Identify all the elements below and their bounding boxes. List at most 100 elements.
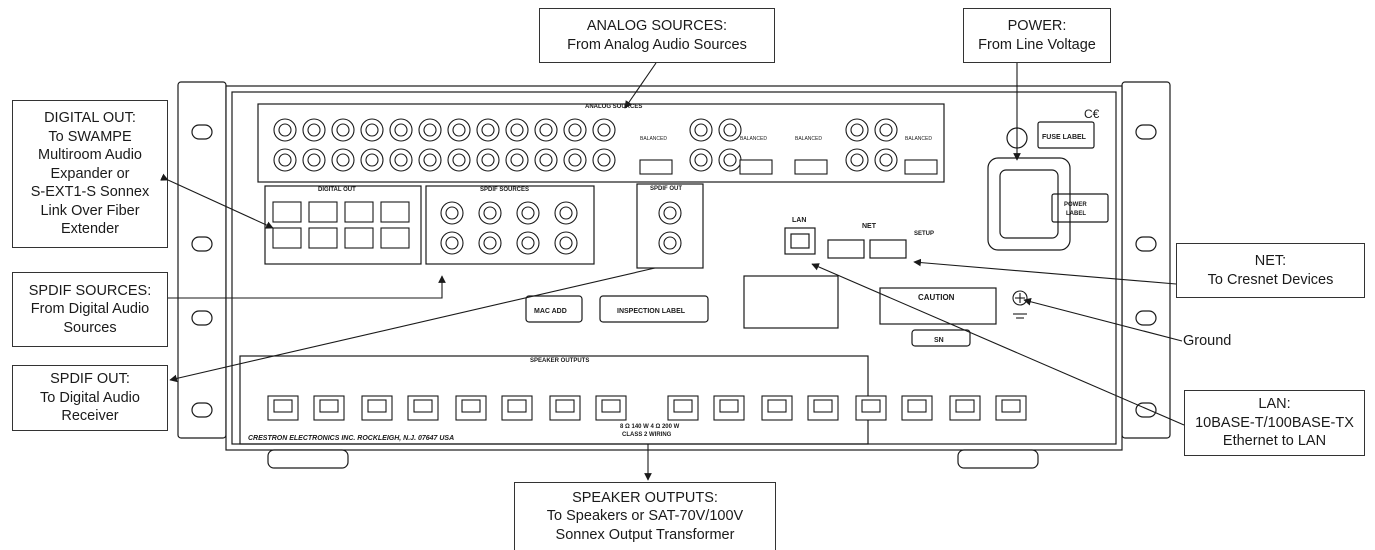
balanced-input-connector [739, 159, 773, 175]
analog-leader [624, 62, 657, 109]
rca-jack-center [336, 153, 350, 167]
inspection-label [599, 295, 709, 323]
rca-jack-center [365, 153, 379, 167]
rca-jack-center [568, 153, 582, 167]
balanced-text: BALANCED [795, 136, 822, 142]
spdif-jack-center [483, 236, 497, 250]
ground-terminal [1012, 290, 1028, 319]
speaker-terminal-socket [767, 399, 787, 413]
lan-leader [811, 263, 1185, 426]
spdif-jack-center [521, 236, 535, 250]
rca-jack-center [452, 153, 466, 167]
spdif-out-line: Receiver [61, 408, 119, 425]
digital-out-port [272, 227, 302, 249]
rca-jack-center [365, 123, 379, 137]
speaker-outputs-title: SPEAKER OUTPUTS: [572, 489, 718, 506]
digital-out-callout: DIGITAL OUT: To SWAMPE Multiroom Audio E… [12, 100, 168, 248]
rack-mount-hole [1135, 124, 1157, 140]
speaker-terminal-socket [955, 399, 975, 413]
net-desc: To Cresnet Devices [1207, 271, 1334, 288]
rca-jack-center [336, 123, 350, 137]
digital-out-line: To SWAMPE [48, 128, 132, 145]
balanced-input-connector [639, 159, 673, 175]
speaker-outputs-line: Sonnex Output Transformer [555, 526, 735, 543]
analog-sources-desc: From Analog Audio Sources [567, 36, 747, 53]
speaker-terminal-socket [719, 399, 739, 413]
balanced-text: BALANCED [905, 136, 932, 142]
ce-mark: C€ [1084, 107, 1100, 121]
rating-text: 8 Ω 140 W 4 Ω 200 W [620, 424, 680, 430]
spdif-sources-line: Sources [63, 319, 117, 336]
manufacturer-text: CRESTRON ELECTRONICS INC. ROCKLEIGH, N.J… [248, 435, 454, 442]
digital-out-port [344, 201, 374, 223]
balanced-input-connector [794, 159, 828, 175]
spdif-out-jack-center [663, 236, 677, 250]
spdif-out-title: SPDIF OUT: [50, 371, 130, 388]
digital-out-line: Multiroom Audio [38, 147, 142, 164]
digital-out-line: Expander or [50, 165, 130, 182]
net-connector-1 [827, 239, 865, 259]
spdif-out-callout: SPDIF OUT: To Digital Audio Receiver [12, 365, 168, 431]
speaker-terminal-socket [413, 399, 433, 413]
spdif-sources-callout: SPDIF SOURCES: From Digital Audio Source… [12, 272, 168, 347]
digital-out-title: DIGITAL OUT: [44, 110, 136, 127]
rca-jack-center [879, 123, 893, 137]
analog-sources-callout: ANALOG SOURCES: From Analog Audio Source… [539, 8, 775, 63]
spdif-sources-header-text: SPDIF SOURCES [480, 187, 529, 193]
rca-jack-center [694, 123, 708, 137]
rca-jack-center [394, 153, 408, 167]
digital-out-leader [160, 173, 274, 229]
rca-jack-center [723, 123, 737, 137]
left-foot [267, 449, 349, 469]
power-label [1051, 193, 1109, 223]
rack-mount-hole [191, 402, 213, 418]
rca-jack-center [278, 123, 292, 137]
analog-header-text: ANALOG SOURCES [585, 104, 642, 110]
spdif-jack-center [559, 236, 573, 250]
power-title: POWER: [1007, 18, 1067, 34]
balanced-input-connector [904, 159, 938, 175]
lan-line: Ethernet to LAN [1222, 433, 1327, 450]
rca-jack-center [597, 123, 611, 137]
rca-jack-center [307, 123, 321, 137]
rack-mount-hole [191, 236, 213, 252]
balanced-text: BALANCED [640, 136, 667, 142]
rack-mount-hole [1135, 310, 1157, 326]
speaker-terminal-socket [907, 399, 927, 413]
digital-out-port [380, 227, 410, 249]
rca-jack-center [278, 153, 292, 167]
speaker-terminal-socket [601, 399, 621, 413]
rca-jack-center [423, 153, 437, 167]
rca-jack-center [481, 123, 495, 137]
lan-text: LAN [792, 217, 806, 224]
speaker-terminal-socket [813, 399, 833, 413]
rca-jack-center [597, 153, 611, 167]
rack-mount-hole [1135, 236, 1157, 252]
rack-mount-hole [191, 124, 213, 140]
rca-jack-center [452, 123, 466, 137]
right-foot [957, 449, 1039, 469]
speaker-outputs-line: To Speakers or SAT-70V/100V [546, 508, 744, 525]
rca-jack-center [510, 153, 524, 167]
digital-out-line: S-EXT1-S Sonnex [30, 184, 150, 201]
digital-out-port [380, 201, 410, 223]
rca-jack-center [423, 123, 437, 137]
class2-text: CLASS 2 WIRING [622, 432, 672, 438]
speaker-header-text: SPEAKER OUTPUTS [530, 358, 589, 364]
digital-out-line: Link Over Fiber [40, 202, 140, 219]
digital-out-header-text: DIGITAL OUT [318, 187, 356, 193]
mac-add-label [525, 295, 583, 323]
spdif-out-jack-center [663, 206, 677, 220]
rca-jack-center [879, 153, 893, 167]
rca-jack-center [307, 153, 321, 167]
caution-label [879, 287, 997, 325]
spdif-sources-leader [168, 275, 446, 299]
spdif-jack-center [445, 206, 459, 220]
rca-jack-center [481, 153, 495, 167]
ground-callout: Ground [1183, 333, 1232, 349]
net-connector-2 [869, 239, 907, 259]
caution-text: CAUTION [918, 293, 955, 302]
analog-sources-title: ANALOG SOURCES: [586, 18, 728, 34]
net-leader [913, 258, 1177, 285]
